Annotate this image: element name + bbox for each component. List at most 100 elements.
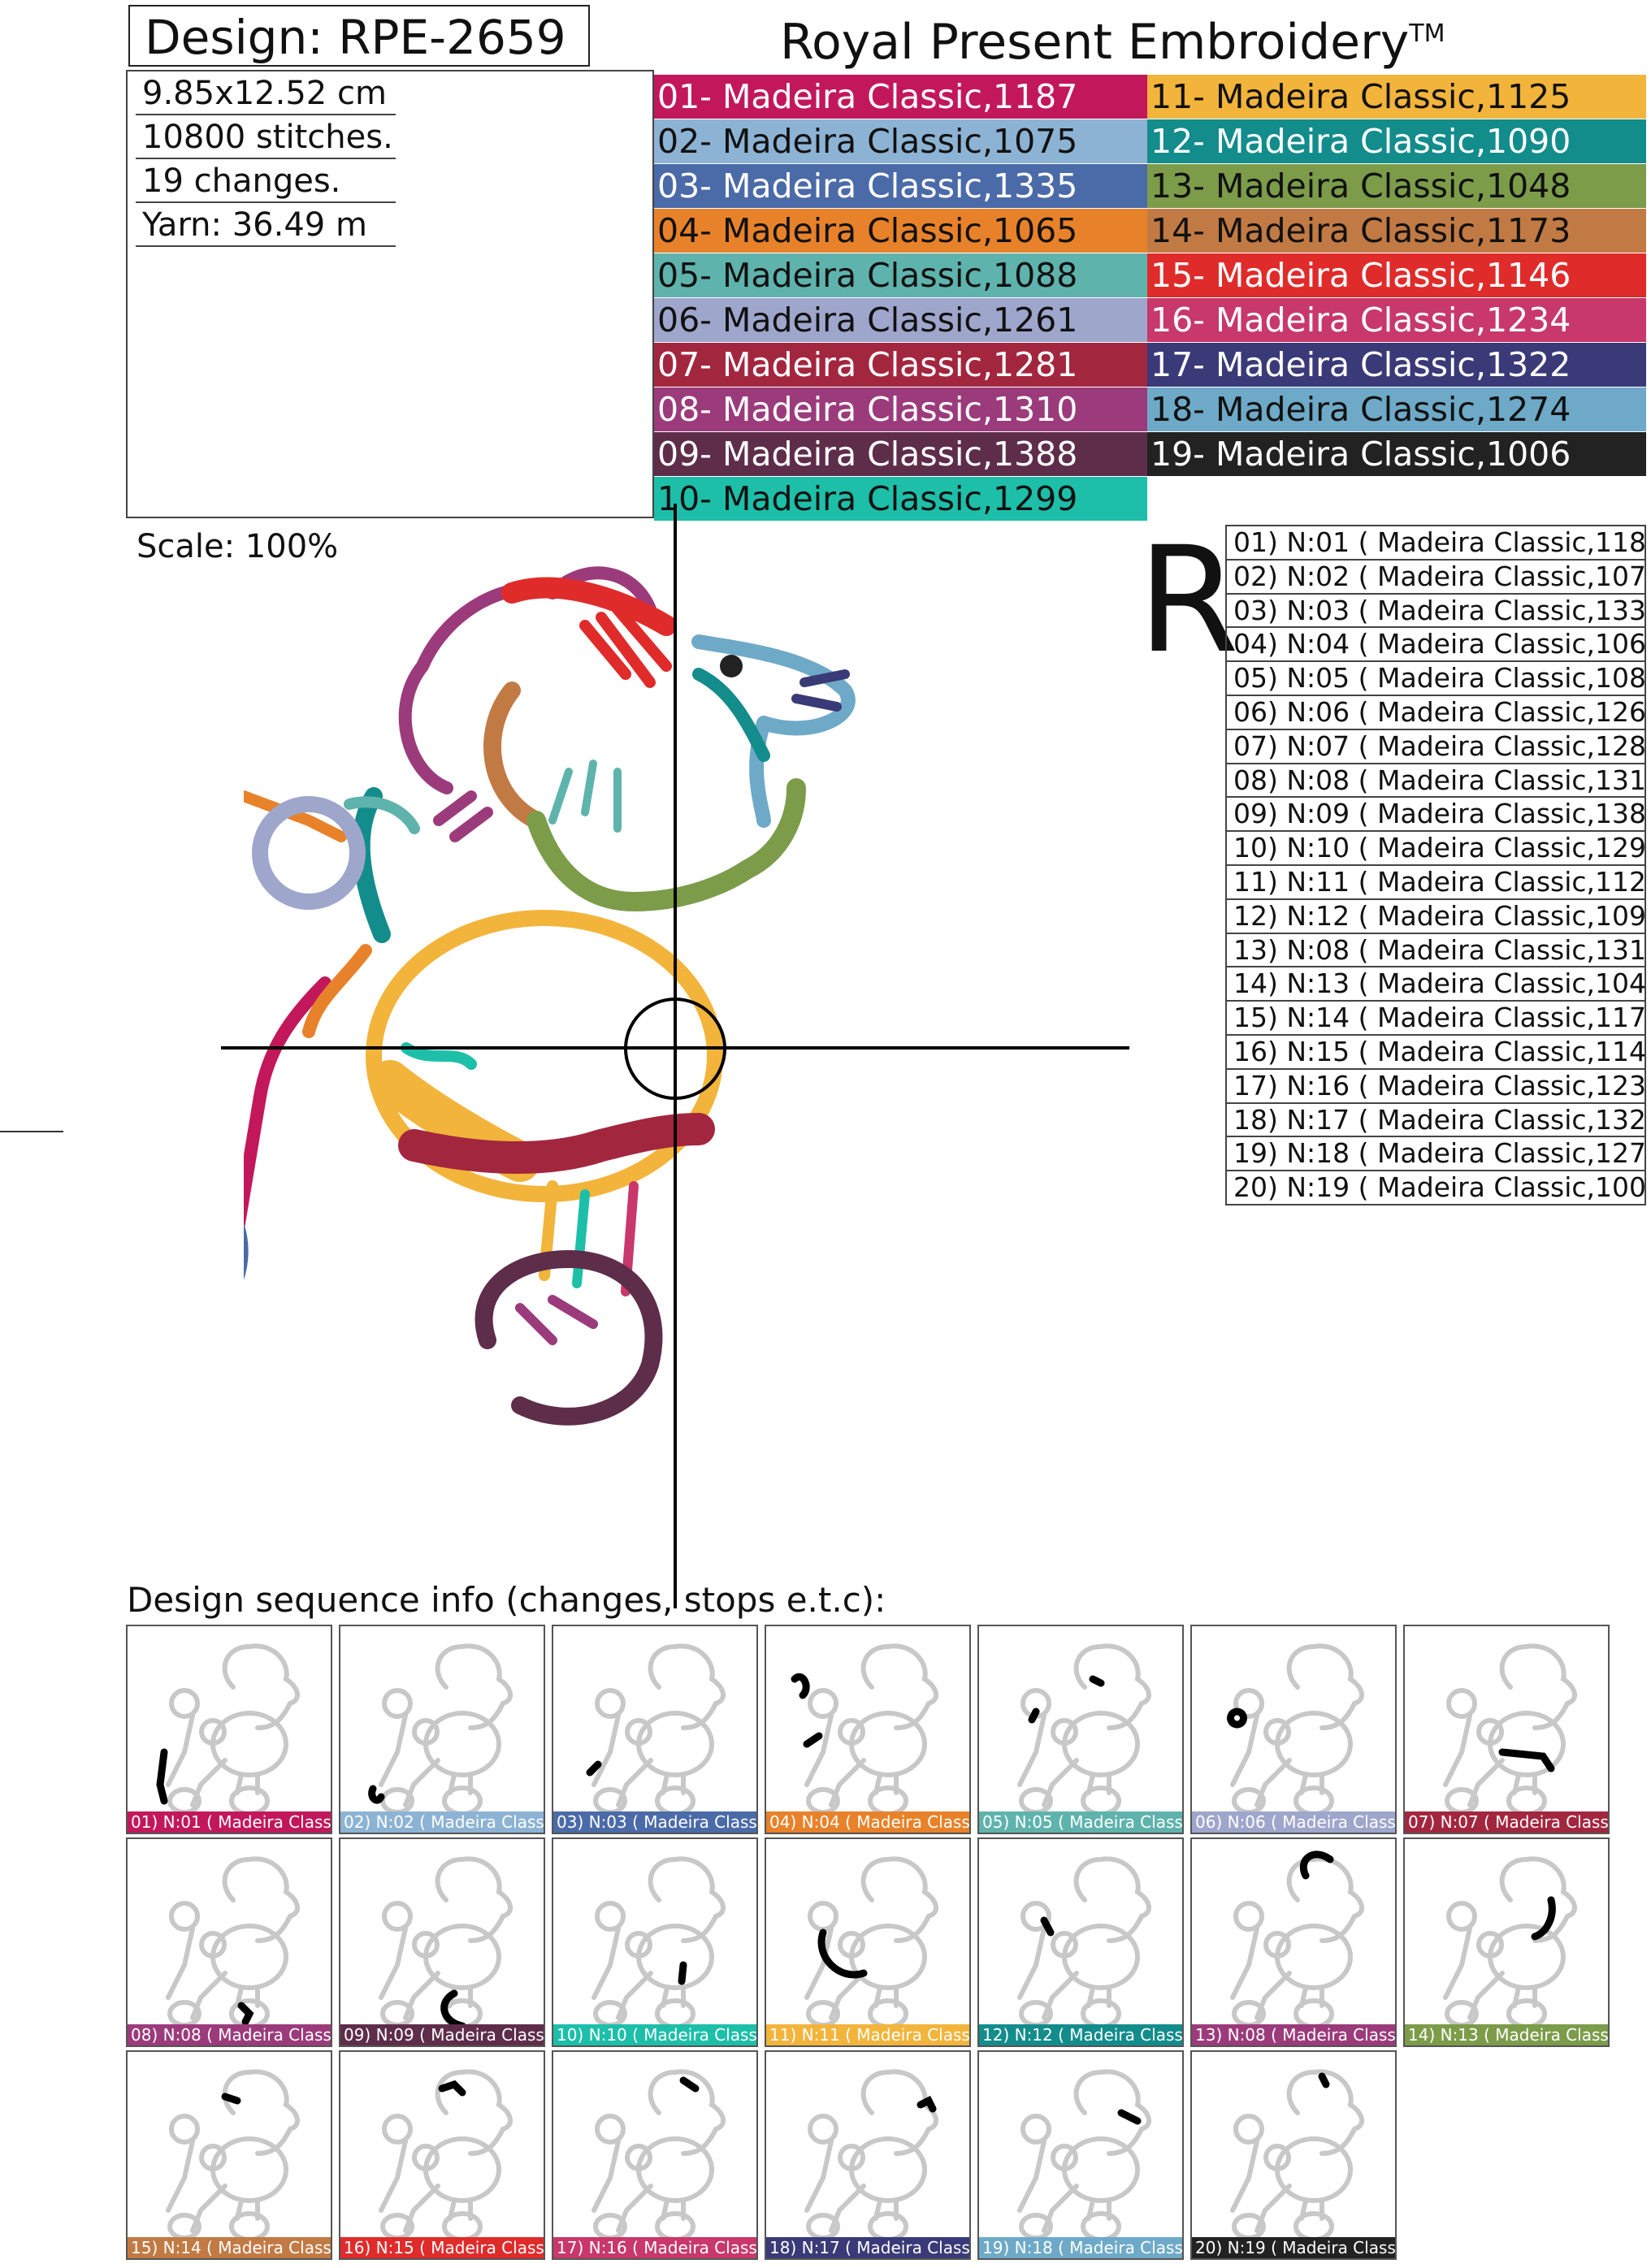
back-leg-pink-2: [244, 976, 332, 1234]
thumbnail-silhouette: [1443, 1856, 1577, 2028]
sequence-row: 07) N:07 ( Madeira Classic,1281): [1227, 730, 1644, 764]
thumbnail-silhouette: [586, 1643, 726, 1815]
thumbnail-highlight: [791, 1673, 823, 1748]
thumbnail-silhouette: [1017, 1643, 1151, 1815]
stitch-sequence-table: 01) N:01 ( Madeira Classic,1187)02) N:02…: [1225, 525, 1646, 1205]
thumbnail-caption: 03) N:03 ( Madeira Classic: [553, 1811, 756, 1833]
design-id: Design: RPE-2659: [128, 5, 590, 67]
sequence-row: 13) N:08 ( Madeira Classic,1310): [1227, 934, 1644, 968]
thread-swatch: 08- Madeira Classic,1310: [654, 387, 1147, 431]
edge-tick: [0, 1131, 63, 1132]
sequence-thumbnail: 15) N:14 ( Madeira Classic,1: [126, 2050, 332, 2260]
tail-stem: [244, 790, 347, 842]
neck-detail: [548, 760, 622, 833]
sequence-row: 19) N:18 ( Madeira Classic,1274): [1227, 1137, 1644, 1172]
yarn-length: Yarn: 36.49 m: [136, 203, 396, 247]
sequence-thumbnail: 11) N:11 ( Madeira Classic,11: [765, 1837, 971, 2047]
topknot-red: [501, 577, 677, 636]
sequence-thumbnail: 18) N:17 ( Madeira Classic,1: [765, 2050, 971, 2260]
thumbnail-highlight: [678, 1961, 687, 1985]
thread-swatch: 14- Madeira Classic,1173: [1147, 209, 1646, 253]
thumbnail-silhouette: [804, 1856, 938, 2028]
scale-label: Scale: 100%: [136, 528, 339, 565]
sequence-row: 17) N:16 ( Madeira Classic,1234): [1227, 1070, 1644, 1104]
thumbnail-highlight: [1040, 1916, 1055, 1937]
thumbnail-highlight: [1299, 1850, 1334, 1880]
sequence-row: 16) N:15 ( Madeira Classic,1146): [1227, 1036, 1644, 1070]
thread-swatch: 06- Madeira Classic,1261: [654, 298, 1147, 342]
cheek-teal: [692, 668, 770, 762]
thumbnail-highlight: [237, 2002, 254, 2026]
mouth: [791, 669, 850, 712]
sequence-thumbnail: 08) N:08 ( Madeira Classic: [126, 1837, 332, 2047]
sequence-row: 11) N:11 ( Madeira Classic,1125): [1227, 866, 1644, 900]
thread-swatch: 01- Madeira Classic,1187: [654, 75, 1147, 119]
sequence-thumbnail: 07) N:07 ( Madeira Classic: [1403, 1625, 1610, 1834]
sequence-row: 14) N:13 ( Madeira Classic,1048): [1227, 967, 1644, 1002]
sequence-thumbnail: 06) N:06 ( Madeira Classic: [1190, 1625, 1397, 1834]
rotation-marker: R: [1138, 516, 1240, 686]
thumbnail-highlight: [221, 2093, 241, 2105]
thumbnail-silhouette: [1017, 2069, 1151, 2240]
eye: [720, 655, 743, 677]
thumbnail-silhouette: [166, 1856, 300, 2028]
thumbnail-caption: 18) N:17 ( Madeira Classic,1: [766, 2237, 969, 2258]
front-foot-detail: [515, 1295, 598, 1345]
sequence-row: 15) N:14 ( Madeira Classic,1173): [1227, 1002, 1644, 1036]
thumbnail-silhouette: [156, 1643, 300, 1815]
muzzle: [691, 634, 856, 828]
thumbnail-caption: 19) N:18 ( Madeira Classic,1: [979, 2237, 1182, 2258]
thumbnail-caption: 10) N:10 ( Madeira Classic,1: [553, 2024, 756, 2045]
thumbnail-silhouette: [791, 1643, 938, 1815]
back-thigh: [302, 944, 372, 1038]
thumbnail-caption: 04) N:04 ( Madeira Classic: [766, 1811, 969, 1833]
thumbnail-silhouette: [592, 1856, 726, 2028]
sequence-thumbnail: 20) N:19 ( Madeira Classic,: [1190, 2050, 1397, 2260]
topknot-strands: [579, 604, 672, 688]
sequence-thumbnail: 16) N:15 ( Madeira Classic,1: [339, 2050, 545, 2260]
hip-pompom: [252, 796, 366, 910]
design-size: 9.85x12.52 cm: [136, 71, 396, 115]
thumbnail-caption: 14) N:13 ( Madeira Classic,1: [1405, 2024, 1608, 2045]
thumbnail-caption: 20) N:19 ( Madeira Classic,: [1192, 2237, 1395, 2258]
hip-teal: [344, 796, 420, 834]
thumbnail-silhouette: [368, 1643, 513, 1815]
thumbnail-highlight: [1028, 1675, 1105, 1724]
ear-orange: [483, 682, 545, 829]
thread-swatch: 18- Madeira Classic,1274: [1147, 387, 1646, 431]
sequence-row: 06) N:06 ( Madeira Classic,1261): [1227, 696, 1644, 730]
brand-name: Royal Present Embroidery: [780, 14, 1410, 71]
sequence-row: 05) N:05 ( Madeira Classic,1088): [1227, 662, 1644, 696]
sequence-row: 01) N:01 ( Madeira Classic,1187): [1227, 526, 1644, 561]
thumbnail-highlight: [817, 1928, 868, 1979]
thumbnail-caption: 16) N:15 ( Madeira Classic,1: [340, 2237, 544, 2258]
thread-swatch: 13- Madeira Classic,1048: [1147, 164, 1646, 208]
sequence-row: 04) N:04 ( Madeira Classic,1065): [1227, 628, 1644, 663]
thread-swatch: 09- Madeira Classic,1388: [654, 432, 1147, 476]
sequence-row: 08) N:08 ( Madeira Classic,1310): [1227, 764, 1644, 799]
stitch-count: 10800 stitches.: [136, 115, 396, 159]
thumbnail-caption: 02) N:02 ( Madeira Classic: [340, 1811, 544, 1833]
sequence-thumbnail: 09) N:09 ( Madeira Classic: [339, 1837, 545, 2047]
thumbnail-caption: 08) N:08 ( Madeira Classic: [128, 2024, 331, 2045]
thread-swatch: 15- Madeira Classic,1146: [1147, 253, 1646, 297]
thumbnail-caption: 15) N:14 ( Madeira Classic,1: [128, 2237, 331, 2258]
thumbnail-caption: 13) N:08 ( Madeira Classic,: [1192, 2024, 1395, 2045]
sequence-title: Design sequence info (changes, stops e.t…: [127, 1580, 886, 1620]
thread-swatch: 03- Madeira Classic,1335: [654, 164, 1147, 208]
sequence-row: 18) N:17 ( Madeira Classic,1322): [1227, 1104, 1644, 1138]
back-teal: [352, 787, 391, 943]
thread-swatch: 02- Madeira Classic,1075: [654, 119, 1147, 163]
chest-teal: [401, 1042, 477, 1070]
thumbnail-silhouette: [804, 2069, 938, 2240]
thumbnail-highlight: [679, 2076, 700, 2093]
center-circle-marker: [624, 998, 726, 1100]
thumbnail-highlight: [916, 2095, 937, 2113]
thumbnail-highlight: [368, 1785, 385, 1804]
sequence-thumbnail: 12) N:12 ( Madeira Classic,1: [977, 1837, 1184, 2047]
sequence-row: 02) N:02 ( Madeira Classic,1075): [1227, 561, 1644, 595]
sequence-thumbnail: 05) N:05 ( Madeira Classic: [977, 1625, 1184, 1834]
front-foot-purple: [474, 1250, 663, 1426]
thumbnail-silhouette: [1230, 2069, 1364, 2240]
sequence-row: 10) N:10 ( Madeira Classic,1299): [1227, 832, 1644, 866]
